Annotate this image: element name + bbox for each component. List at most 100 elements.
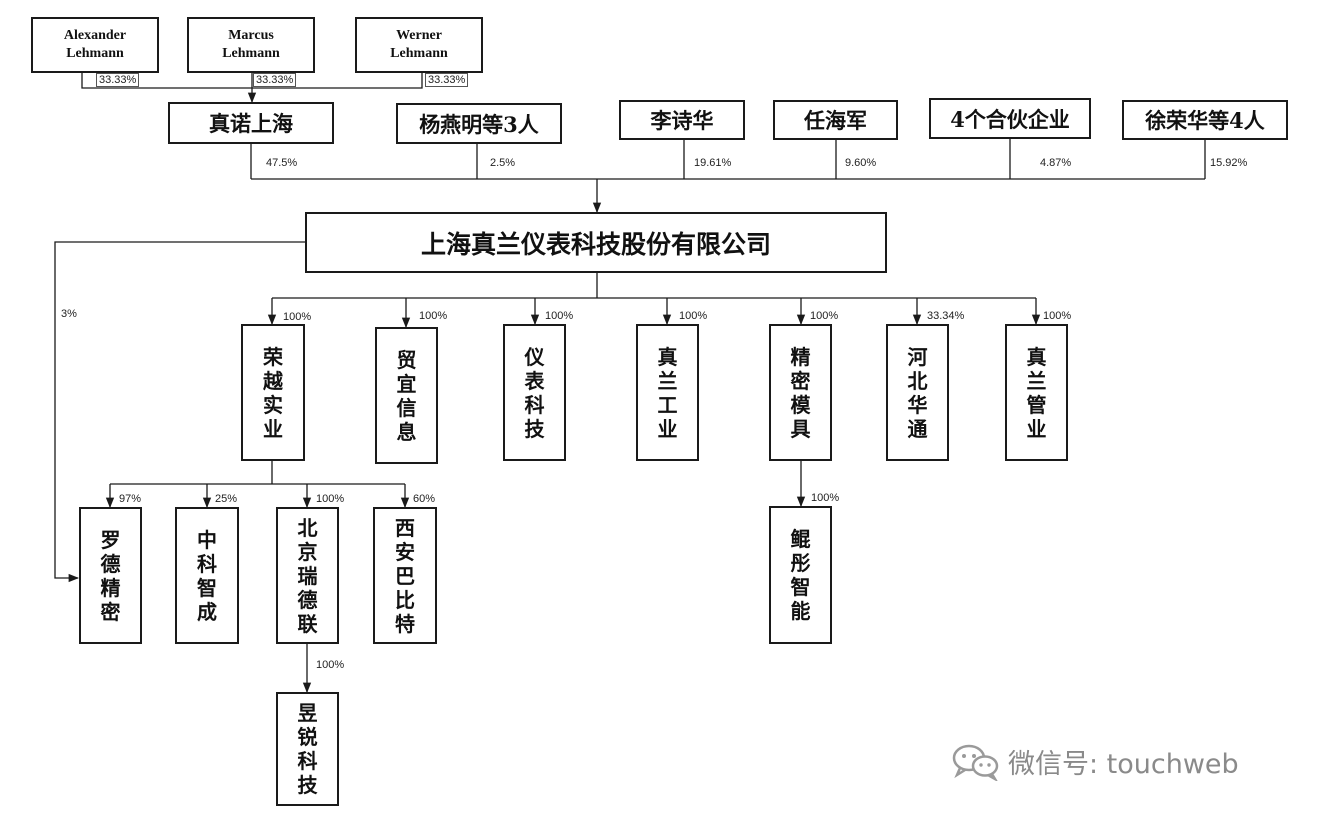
char: 仪 bbox=[524, 344, 545, 369]
char: 表 bbox=[524, 368, 545, 393]
char: 贸 bbox=[396, 347, 417, 372]
pct-second-4: 60% bbox=[413, 493, 436, 505]
holder-yang-yanming-group: 杨燕明等3人 bbox=[396, 103, 562, 144]
shareholder-name-line1: Werner bbox=[396, 28, 442, 43]
char: 科 bbox=[297, 749, 318, 773]
pct-second-2: 25% bbox=[215, 493, 238, 505]
subsidiary-xian-babite: 西 安 巴 比 特 bbox=[373, 507, 437, 644]
char: 北 bbox=[297, 515, 318, 540]
char: 越 bbox=[263, 368, 283, 393]
shareholder-name-line1: Marcus bbox=[228, 28, 274, 43]
char: 昱 bbox=[297, 701, 318, 725]
char: 成 bbox=[197, 599, 217, 624]
char: 罗 bbox=[100, 527, 121, 552]
holder-xu-ronghua-group: 徐荣华等4人 bbox=[1122, 100, 1288, 140]
pct-sub-6: 33.34% bbox=[927, 310, 965, 322]
char: 锐 bbox=[297, 725, 318, 749]
char: 彤 bbox=[790, 551, 811, 575]
char: 比 bbox=[395, 587, 415, 612]
char: 密 bbox=[790, 368, 811, 393]
shareholder-name-line2: Lehmann bbox=[66, 46, 124, 61]
pct-sub-4: 100% bbox=[679, 310, 708, 322]
char: 管 bbox=[1026, 392, 1047, 417]
shareholder-name-line1: Alexander bbox=[63, 28, 127, 43]
holder-zhennuo-shanghai: 真诺上海 bbox=[168, 102, 334, 144]
char: 德 bbox=[297, 587, 318, 612]
char: 鲲 bbox=[790, 527, 811, 551]
subsidiary-jingmi-muju: 精 密 模 具 bbox=[769, 324, 832, 461]
holder-4-partnerships: 4个合伙企业 bbox=[929, 98, 1091, 139]
subsidiary-zhenlan-gongye: 真 兰 工 业 bbox=[636, 324, 699, 461]
watermark-text: 微信号: touchweb bbox=[1008, 748, 1239, 780]
char: 通 bbox=[907, 416, 928, 441]
shareholder-name-line2: Lehmann bbox=[390, 46, 448, 61]
char: 河 bbox=[907, 344, 928, 369]
pct-holder-4: 9.60% bbox=[845, 157, 877, 169]
holder-ren-haijun: 任海军 bbox=[773, 100, 898, 140]
char: 技 bbox=[297, 773, 318, 797]
pct-second-5: 100% bbox=[811, 492, 840, 504]
char: 德 bbox=[100, 551, 121, 576]
subsidiary-zhenlan-guanye: 真 兰 管 业 bbox=[1005, 324, 1068, 461]
char: 联 bbox=[297, 611, 318, 636]
subsidiary-luode-jingmi: 罗 德 精 密 bbox=[79, 507, 142, 644]
main-company: 上海真兰仪表科技股份有限公司 bbox=[305, 212, 887, 273]
subsidiary-rongyue-shiye: 荣 越 实 业 bbox=[241, 324, 305, 461]
pct-werner: 33.33% bbox=[425, 73, 469, 87]
char: 业 bbox=[1026, 416, 1047, 441]
char: 模 bbox=[790, 392, 811, 417]
shareholder-werner-lehmann: Werner Lehmann bbox=[355, 17, 483, 73]
shareholder-name-line2: Lehmann bbox=[222, 46, 280, 61]
pct-sub-5: 100% bbox=[810, 310, 839, 322]
pct-second-1: 97% bbox=[119, 493, 142, 505]
pct-holder-1: 47.5% bbox=[266, 157, 298, 169]
char: 业 bbox=[657, 416, 678, 441]
pct-holder-2: 2.5% bbox=[490, 157, 516, 169]
watermark: 微信号: touchweb bbox=[950, 736, 1239, 786]
char: 瑞 bbox=[297, 563, 318, 588]
char: 技 bbox=[524, 416, 545, 441]
char: 智 bbox=[197, 575, 217, 600]
char: 兰 bbox=[1026, 368, 1047, 393]
subsidiary-yurui-keji: 昱 锐 科 技 bbox=[276, 692, 339, 806]
char: 具 bbox=[790, 416, 811, 441]
pct-marcus: 33.33% bbox=[253, 73, 297, 87]
char: 真 bbox=[657, 344, 678, 369]
pct-holder-5: 4.87% bbox=[1040, 157, 1072, 169]
subsidiary-beijing-ruidelian: 北 京 瑞 德 联 bbox=[276, 507, 339, 644]
char: 巴 bbox=[395, 563, 415, 588]
shareholder-alexander-lehmann: Alexander Lehmann bbox=[31, 17, 159, 73]
char: 科 bbox=[197, 551, 217, 576]
char: 安 bbox=[395, 539, 415, 564]
subsidiary-zhongke-zhicheng: 中 科 智 成 bbox=[175, 507, 239, 644]
pct-sub-3: 100% bbox=[545, 310, 574, 322]
pct-sub-1: 100% bbox=[283, 311, 312, 323]
char: 兰 bbox=[657, 368, 678, 393]
char: 实 bbox=[263, 392, 283, 417]
pct-side-3: 3% bbox=[61, 308, 77, 320]
pct-third-1: 100% bbox=[316, 659, 345, 671]
char: 业 bbox=[263, 416, 283, 441]
subsidiary-yibiao-keji: 仪 表 科 技 bbox=[503, 324, 566, 461]
char: 能 bbox=[790, 599, 811, 623]
char: 密 bbox=[100, 599, 121, 624]
holder-li-shihua: 李诗华 bbox=[619, 100, 745, 140]
char: 特 bbox=[395, 611, 415, 636]
pct-holder-6: 15.92% bbox=[1210, 157, 1248, 169]
pct-second-3: 100% bbox=[316, 493, 345, 505]
pct-holder-3: 19.61% bbox=[694, 157, 732, 169]
char: 智 bbox=[790, 575, 811, 599]
char: 精 bbox=[790, 344, 811, 369]
shareholder-marcus-lehmann: Marcus Lehmann bbox=[187, 17, 315, 73]
char: 中 bbox=[197, 527, 217, 552]
char: 京 bbox=[297, 539, 318, 564]
char: 北 bbox=[907, 368, 928, 393]
subsidiary-maoyi-xinxi: 贸 宜 信 息 bbox=[375, 327, 438, 464]
subsidiary-kuntong-zhineng: 鲲 彤 智 能 bbox=[769, 506, 832, 644]
subsidiary-hebei-huatong: 河 北 华 通 bbox=[886, 324, 949, 461]
char: 荣 bbox=[263, 344, 283, 369]
char: 工 bbox=[657, 392, 678, 417]
pct-alexander: 33.33% bbox=[96, 73, 140, 87]
char: 精 bbox=[100, 575, 121, 600]
